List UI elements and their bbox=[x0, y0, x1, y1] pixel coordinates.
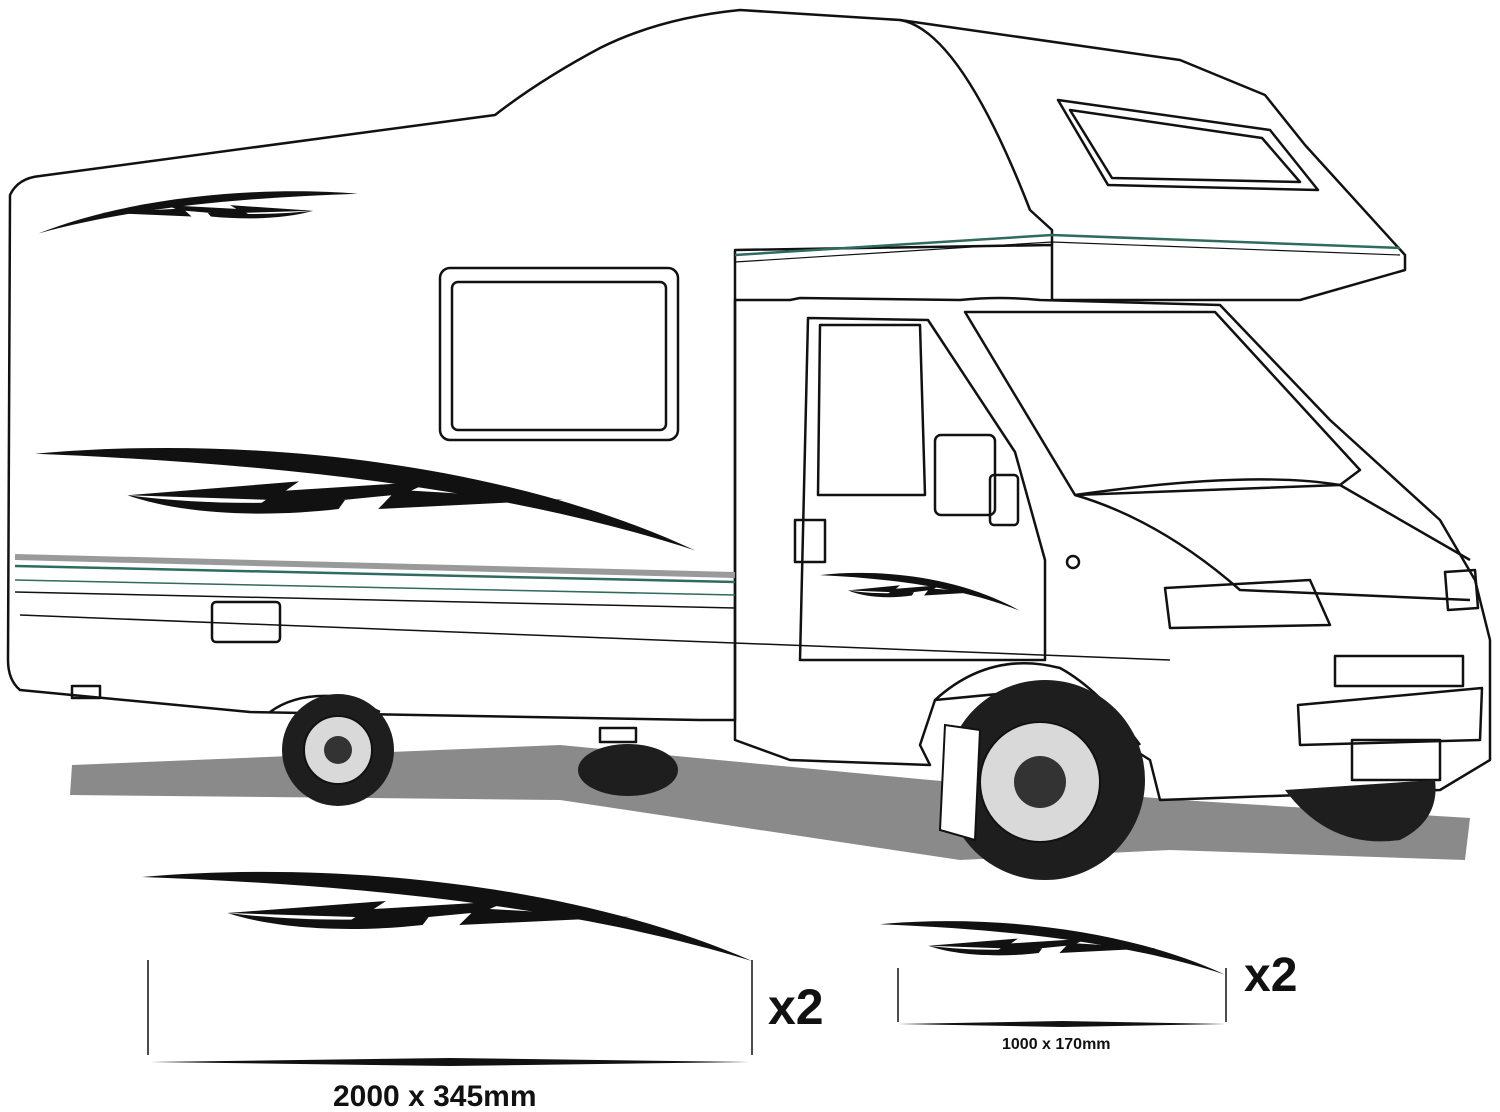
vehicle-decals bbox=[35, 191, 1020, 611]
wheels bbox=[282, 680, 1436, 880]
side-stripes bbox=[14, 233, 1401, 661]
small-decal bbox=[880, 921, 1225, 975]
motorhome-body bbox=[6, 8, 1492, 802]
ground-shadow bbox=[70, 745, 1470, 860]
large-decal bbox=[142, 871, 752, 961]
large-decal-dimensions: 2000 x 345mm bbox=[333, 1080, 537, 1112]
small-decal-dimensions: 1000 x 170mm bbox=[1002, 1036, 1111, 1053]
large-decal-quantity: x2 bbox=[768, 979, 824, 1035]
small-decal-quantity: x2 bbox=[1244, 949, 1298, 1002]
dimension-lines bbox=[147, 960, 1227, 1066]
